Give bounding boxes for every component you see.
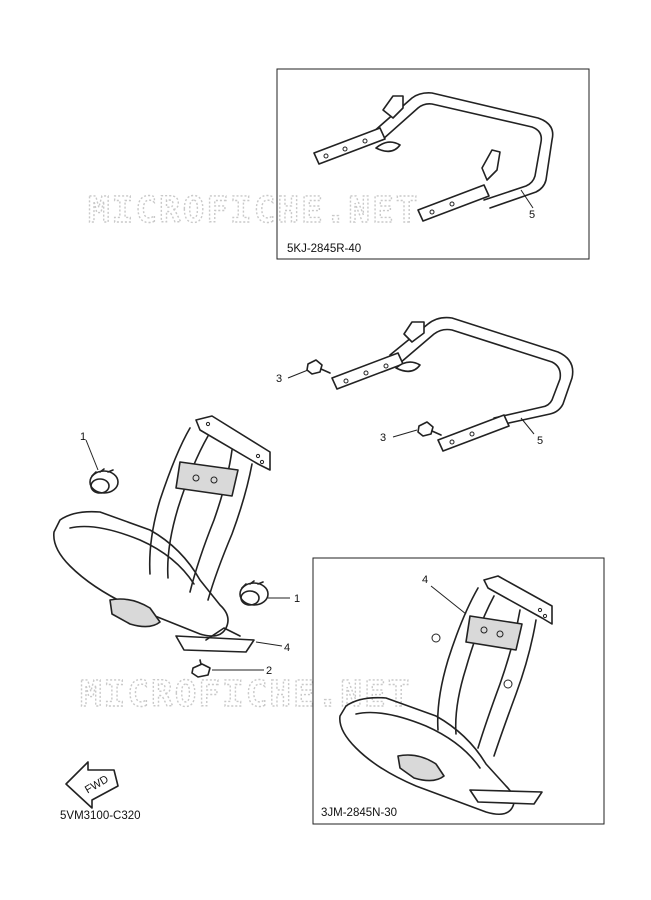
callout-2: 2 [266,665,272,677]
bolt-bottom [191,659,211,678]
callout-1-right: 1 [294,593,300,605]
bolt-rack-upper [306,359,331,375]
callout-1-left: 1 [80,431,86,443]
bolt-rack-lower [417,421,442,437]
watermark-bottom: MICROFICHE.NET [80,674,411,715]
callout-4-main: 4 [284,642,290,654]
inset-bottom-code: 3JM-2845N-30 [321,807,397,819]
guard-illustration-inset [339,575,553,816]
leader-3-lower [392,429,418,438]
callout-inset-4: 4 [422,574,428,586]
callout-top-5: 5 [529,209,535,221]
inset-bottom-box: 4 3JM-2845N-30 [312,557,605,825]
leader-5-main [520,417,535,435]
rack-illustration-main [331,316,574,452]
leader-top-5 [520,189,534,209]
diagram-code: 5VM3100-C320 [60,810,141,822]
fwd-arrow: FWD [65,761,119,809]
leader-3-upper [287,369,309,379]
leader-1-left [85,439,99,471]
watermark-top: MICROFICHE.NET [88,190,419,231]
callout-3-lower: 3 [380,432,386,444]
grommet-left [89,468,119,494]
guard-illustration-main [53,415,271,653]
inset-top-code: 5KJ-2845R-40 [287,243,361,255]
leader-inset-4 [430,585,467,615]
grommet-right [239,580,269,606]
rack-illustration-top [313,92,554,222]
inset-top-box: 5 5KJ-2845R-40 [276,68,590,260]
callout-3-upper: 3 [276,373,282,385]
leader-4-main [255,641,283,647]
callout-5-main: 5 [537,435,543,447]
